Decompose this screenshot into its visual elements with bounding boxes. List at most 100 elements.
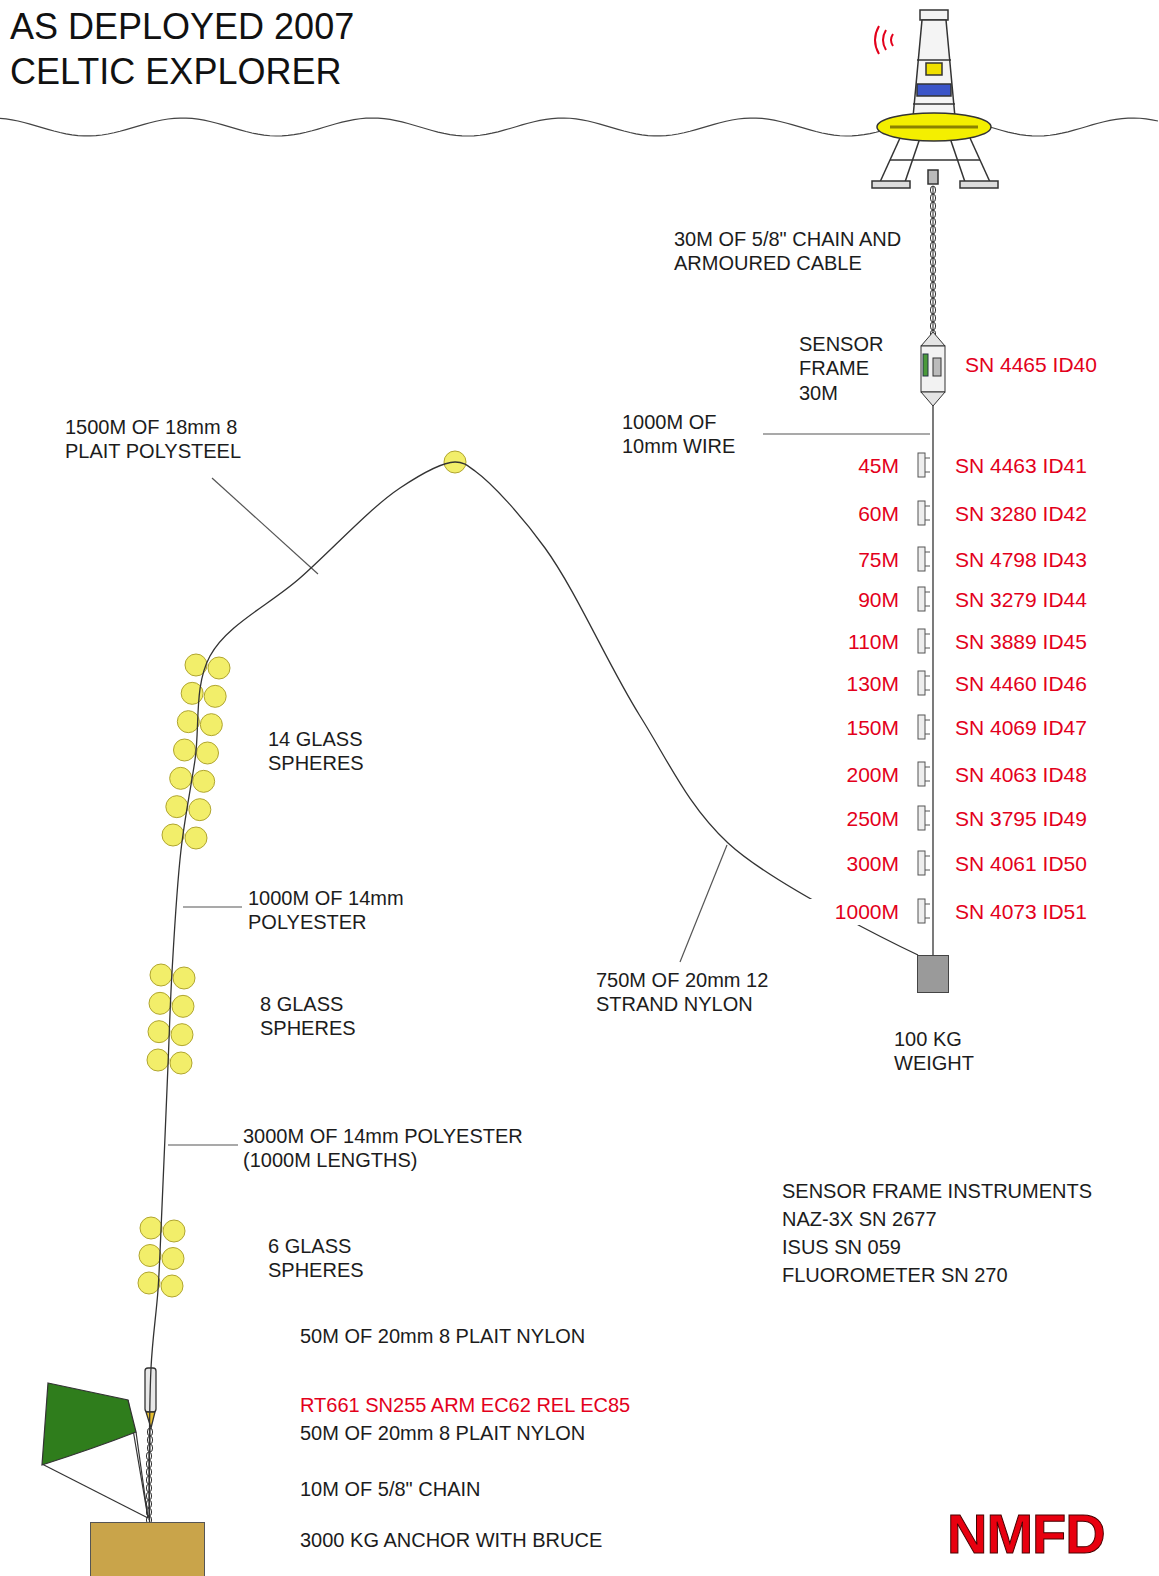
part-label: 1000M OF 14mm POLYESTER [246,886,450,935]
part-label: 14 GLASS SPHERES [266,727,400,776]
instrument-body [918,762,925,786]
leader-line [212,478,318,574]
anchor-block: 3000 KG ANCHOR WITH BRUCE [90,1522,205,1576]
instrument-clamp [925,566,930,567]
glass-sphere [140,1217,162,1239]
instrument-icon [918,762,930,786]
frame-cone [921,332,945,346]
glass-sphere [148,1021,170,1043]
part-label: SENSOR FRAME INSTRUMENTS [780,1179,1159,1203]
instrument-body [918,806,925,830]
anchor-fill [91,1523,205,1576]
instrument-clamp [925,720,930,721]
instrument-clamp [925,676,930,677]
part-label: 50M OF 20mm 8 PLAIT NYLON [298,1324,702,1348]
chain-link [930,282,935,290]
radio-signal [883,30,886,50]
buoy-hull [877,113,991,141]
chain-link [930,202,935,210]
frame-cone [921,392,945,406]
buoy-bridle [928,170,938,184]
instrument-icon [918,671,930,695]
instrument-body [918,629,925,653]
instrument-clamp [925,856,930,857]
mooring-wire [932,406,933,955]
buoy-cap [920,10,948,20]
glass-sphere [193,770,215,792]
instrument-clamp [925,506,930,507]
instrument-clamp [925,552,930,553]
part-label: ISUS SN 059 [780,1235,1144,1259]
part-label: NAZ-3X SN 2677 [780,1207,1144,1231]
chain-link [930,258,935,266]
glass-sphere [177,711,199,733]
instrument-icon [918,851,930,875]
instrument-row [918,453,930,923]
instrument-body [918,547,925,571]
serial-label: SN 3280 ID42 [953,501,1137,527]
bruce-shank [42,1464,148,1518]
depth-label: 1000M [795,899,901,925]
serial-label: SN 4069 ID47 [953,715,1137,741]
frame-cage [921,346,945,392]
radio-signal [891,34,893,46]
logo-text: NMFD [945,1500,1154,1568]
instrument-clamp [925,472,930,473]
glass-sphere [139,1245,161,1267]
node-label: SENSOR FRAME 30M [797,332,901,405]
serial-label: SN 4460 ID46 [953,671,1137,697]
leader-line [183,906,242,907]
instrument-clamp [925,918,930,919]
chain-link [930,298,935,306]
glass-sphere [204,685,226,707]
depth-label: 110M [795,629,901,655]
part-label: 10M OF 5/8" CHAIN [298,1477,622,1501]
depth-label: 200M [795,762,901,788]
glass-sphere [138,1272,160,1294]
part-label: 50M OF 20mm 8 PLAIT NYLON [298,1421,702,1445]
chain-link [930,290,935,298]
instrument-icon [918,715,930,739]
serial-label: SN 3279 ID44 [953,587,1137,613]
depth-label: 45M [795,453,901,479]
instrument-body [918,501,925,525]
weight-block-shape [917,955,949,993]
node-label: SN 4465 ID40 [963,352,1137,378]
chain-link [930,186,935,194]
instrument-icon [918,547,930,571]
chain-link [930,234,935,242]
instrument-clamp [925,592,930,593]
leader-line [680,845,727,962]
leader-lines [168,434,930,1145]
glass-sphere [171,1024,193,1046]
glass-sphere [150,964,172,986]
chain-link [930,194,935,202]
frame-sensor [933,358,941,376]
part-label: 1000M OF 10mm WIRE [620,410,744,459]
serial-label: SN 4063 ID48 [953,762,1137,788]
tower-strut [917,59,951,61]
part-label: 750M OF 20mm 12 STRAND NYLON [594,968,838,1017]
tower-strut [913,103,955,105]
bruce-shank [136,1432,148,1518]
instrument-icon [918,629,930,653]
anchor-block-shape [90,1522,205,1576]
instrument-icon [918,501,930,525]
part-label: 6 GLASS SPHERES [266,1234,400,1283]
instrument-clamp [925,904,930,905]
instrument-body [918,899,925,923]
serial-label: SN 4798 ID43 [953,547,1137,573]
part-label: 8 GLASS SPHERES [258,992,392,1041]
glass-sphere [197,742,219,764]
chain-link [930,314,935,322]
bruce-anchor [42,1383,148,1518]
glass-sphere [174,739,196,761]
depth-label: 250M [795,806,901,832]
instrument-clamp [925,811,930,812]
weight-fill [918,956,949,993]
glass-sphere [208,657,230,679]
buoy-foot [960,181,998,188]
part-label: RT661 SN255 ARM EC62 REL EC85 [298,1393,732,1417]
glass-sphere [172,995,194,1017]
glass-sphere [162,1248,184,1270]
